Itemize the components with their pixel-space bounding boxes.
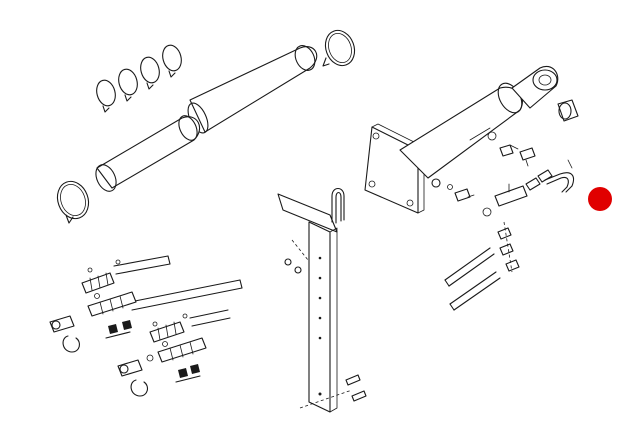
hydraulic-hose[interactable]	[444, 247, 495, 287]
hydraulic-pipe-bent[interactable]	[544, 159, 575, 193]
fitting-elbow[interactable]	[519, 147, 536, 167]
support-stand[interactable]	[277, 193, 338, 413]
fitting-elbow[interactable]	[454, 188, 475, 202]
fitting-nut[interactable]	[431, 178, 453, 190]
hydraulic-cylinder[interactable]	[364, 66, 559, 214]
highlight-marker[interactable]	[588, 187, 612, 211]
coupling-set[interactable]	[149, 309, 231, 343]
protective-tube-lower[interactable]	[92, 113, 201, 195]
fitting-tee[interactable]	[482, 183, 528, 217]
protective-tube-upper[interactable]	[184, 42, 319, 135]
quick-coupler[interactable]	[117, 359, 149, 397]
hose-clamp[interactable]	[321, 26, 360, 69]
hose-clamp[interactable]	[52, 177, 93, 224]
coupling-set[interactable]	[87, 279, 243, 317]
fitting-elbow[interactable]	[499, 144, 519, 157]
fitting-adapter[interactable]	[525, 169, 553, 191]
locking-clip[interactable]	[175, 364, 201, 383]
coupling-set[interactable]	[146, 337, 207, 363]
fitting-stack[interactable]	[497, 221, 520, 273]
quick-coupler[interactable]	[49, 315, 81, 353]
locking-clip[interactable]	[105, 320, 132, 339]
hose-clamp[interactable]	[160, 43, 184, 78]
hose-clamp[interactable]	[94, 78, 118, 113]
hose-clamp[interactable]	[138, 55, 162, 90]
fastener[interactable]	[284, 239, 309, 274]
coupling-set[interactable]	[81, 255, 171, 294]
u-bolt[interactable]	[331, 187, 345, 224]
cylinder-bushing[interactable]	[557, 99, 579, 122]
hydraulic-hose[interactable]	[449, 271, 501, 311]
hose-clamp[interactable]	[116, 67, 140, 102]
bolt[interactable]	[299, 374, 367, 409]
